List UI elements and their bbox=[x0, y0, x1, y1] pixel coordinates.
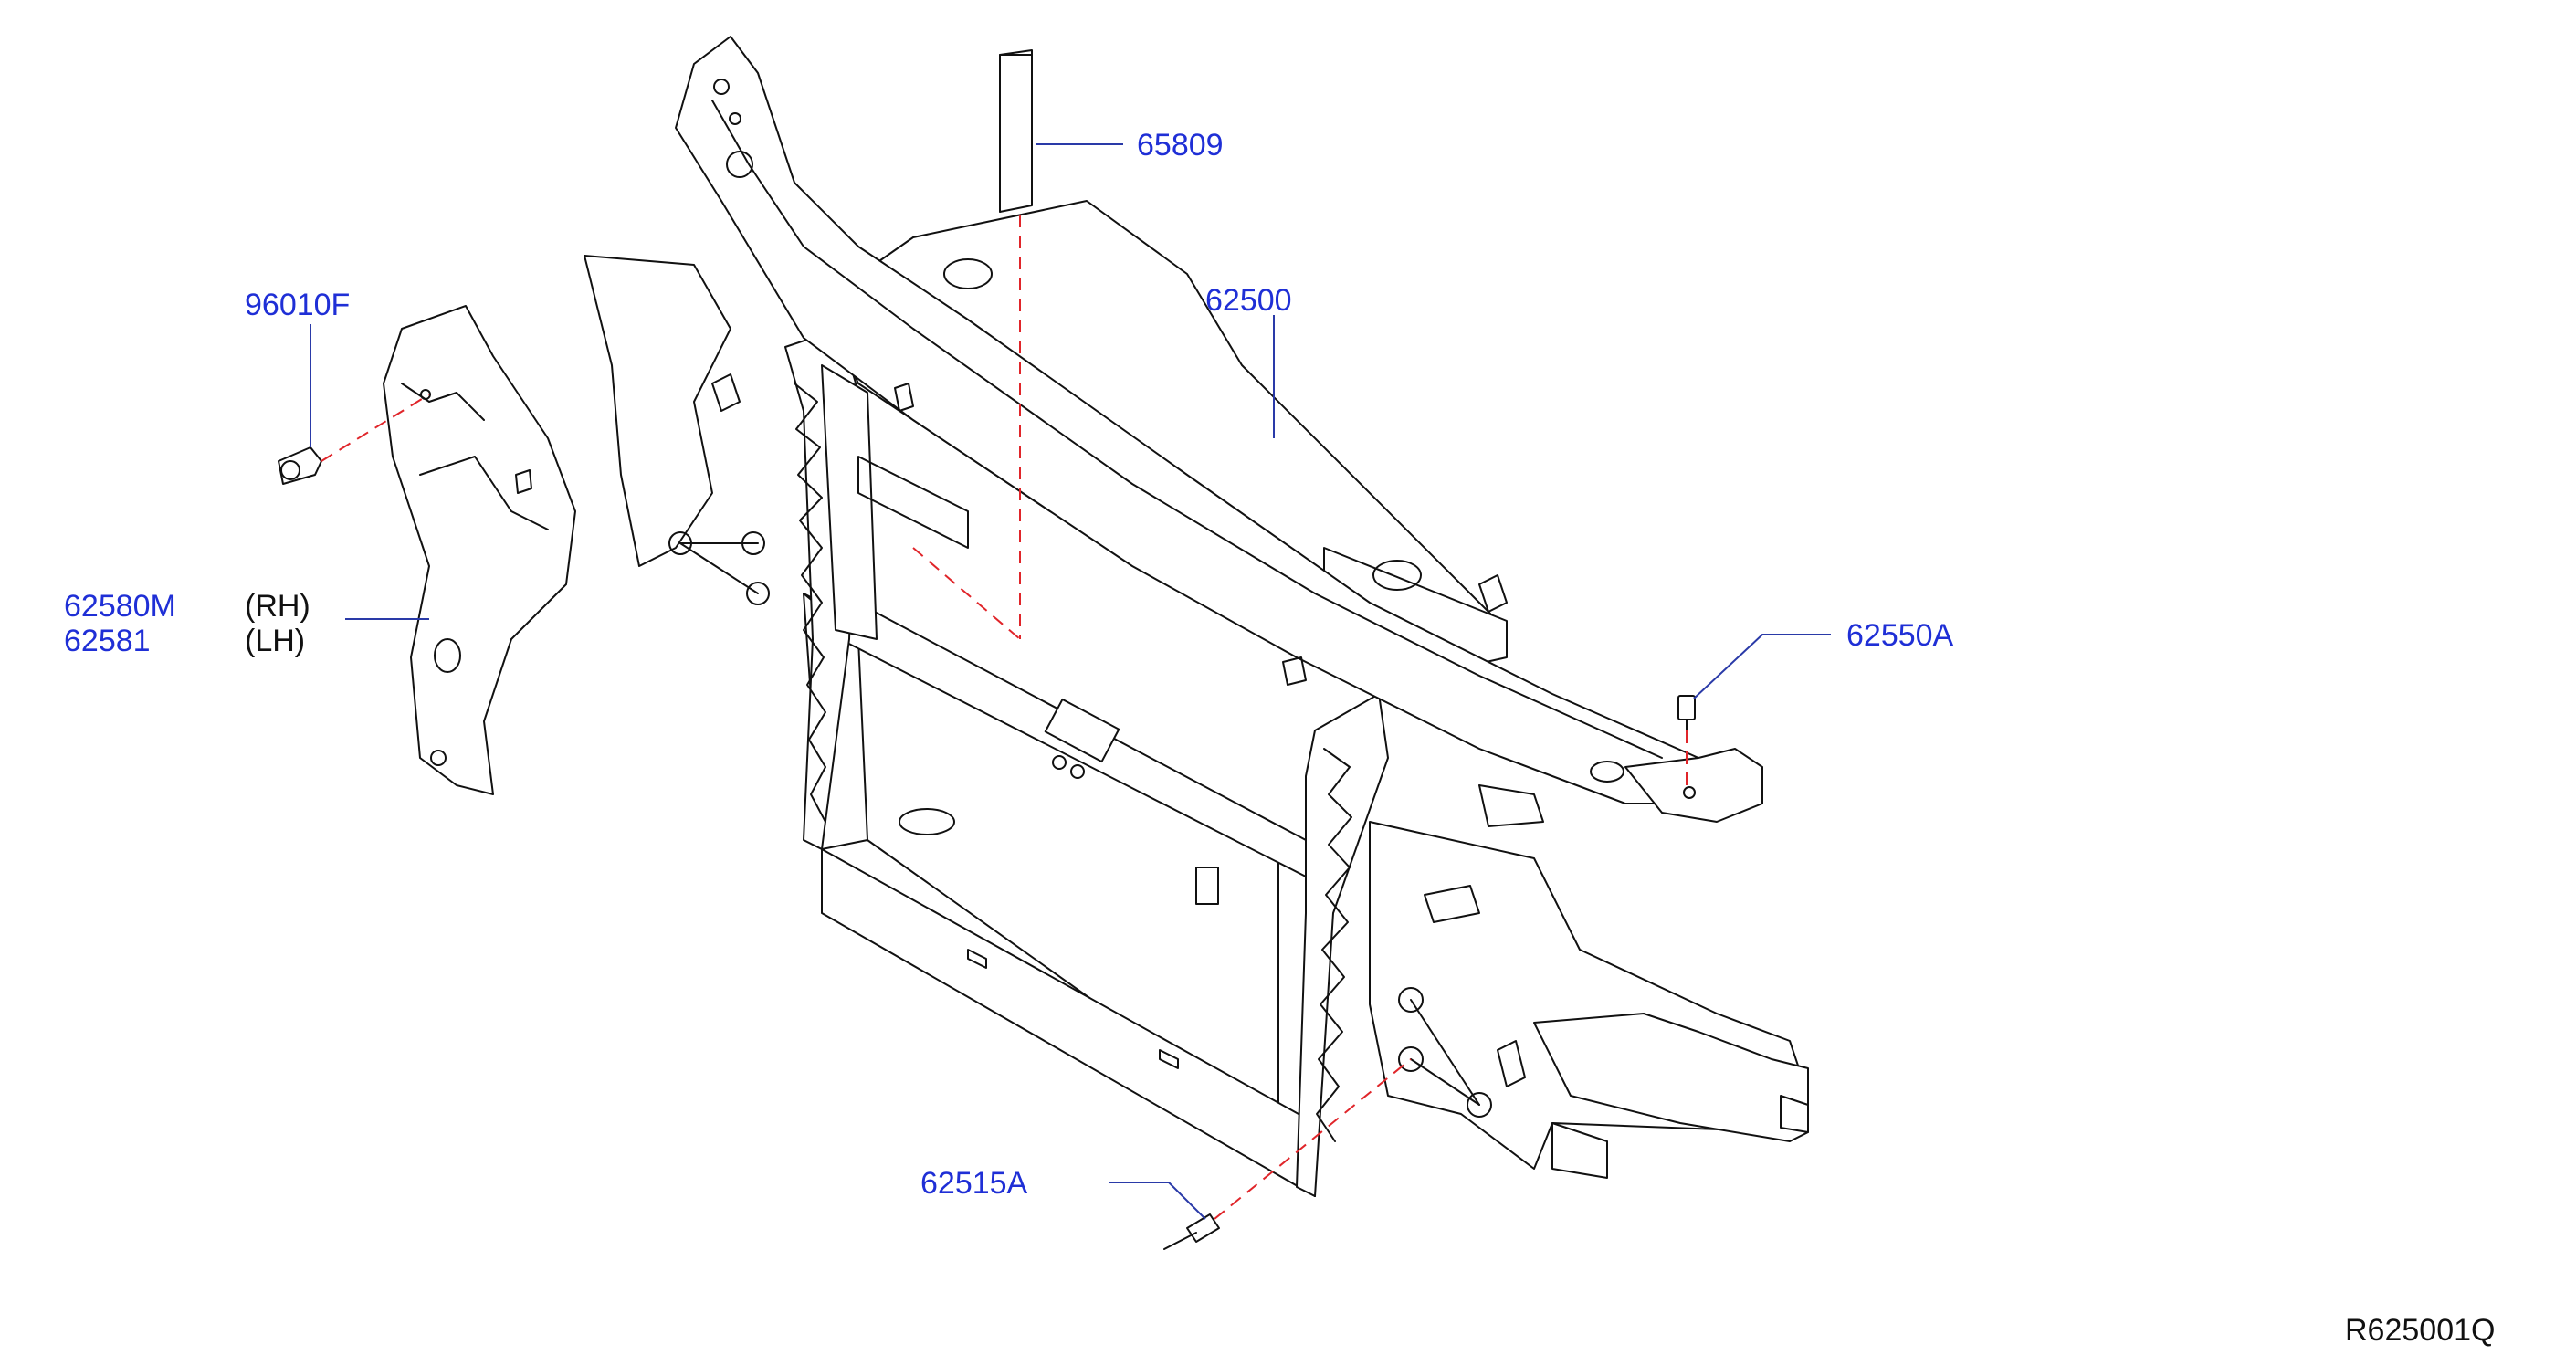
clip-96010f-drawing bbox=[278, 446, 322, 485]
callout-62580m: 62580M bbox=[64, 589, 176, 624]
callout-62515a: 62515A bbox=[920, 1166, 1028, 1201]
callout-62550a: 62550A bbox=[1846, 618, 1954, 653]
seal-65809-drawing bbox=[999, 49, 1033, 213]
diagram-reference-code: R625001Q bbox=[2345, 1313, 2495, 1348]
radiator-core-support-drawing bbox=[584, 36, 1809, 1197]
callout-62581-side: (LH) bbox=[245, 624, 305, 658]
leader-62515a bbox=[1109, 1182, 1206, 1220]
assembly-line-62515a bbox=[1214, 1058, 1412, 1220]
assembly-line-96010f bbox=[321, 394, 430, 462]
callout-62581: 62581 bbox=[64, 624, 151, 658]
callout-62500: 62500 bbox=[1205, 283, 1292, 318]
callout-96010f: 96010F bbox=[245, 288, 350, 322]
bolt-62550a-drawing bbox=[1677, 695, 1696, 731]
air-guide-drawing bbox=[383, 305, 576, 795]
bolt-62515a-drawing bbox=[1163, 1213, 1220, 1250]
leader-62550a bbox=[1693, 634, 1831, 699]
callout-62580m-side: (RH) bbox=[245, 589, 310, 624]
assembly-line-65809-lower bbox=[912, 547, 1021, 640]
callout-65809: 65809 bbox=[1137, 128, 1224, 163]
